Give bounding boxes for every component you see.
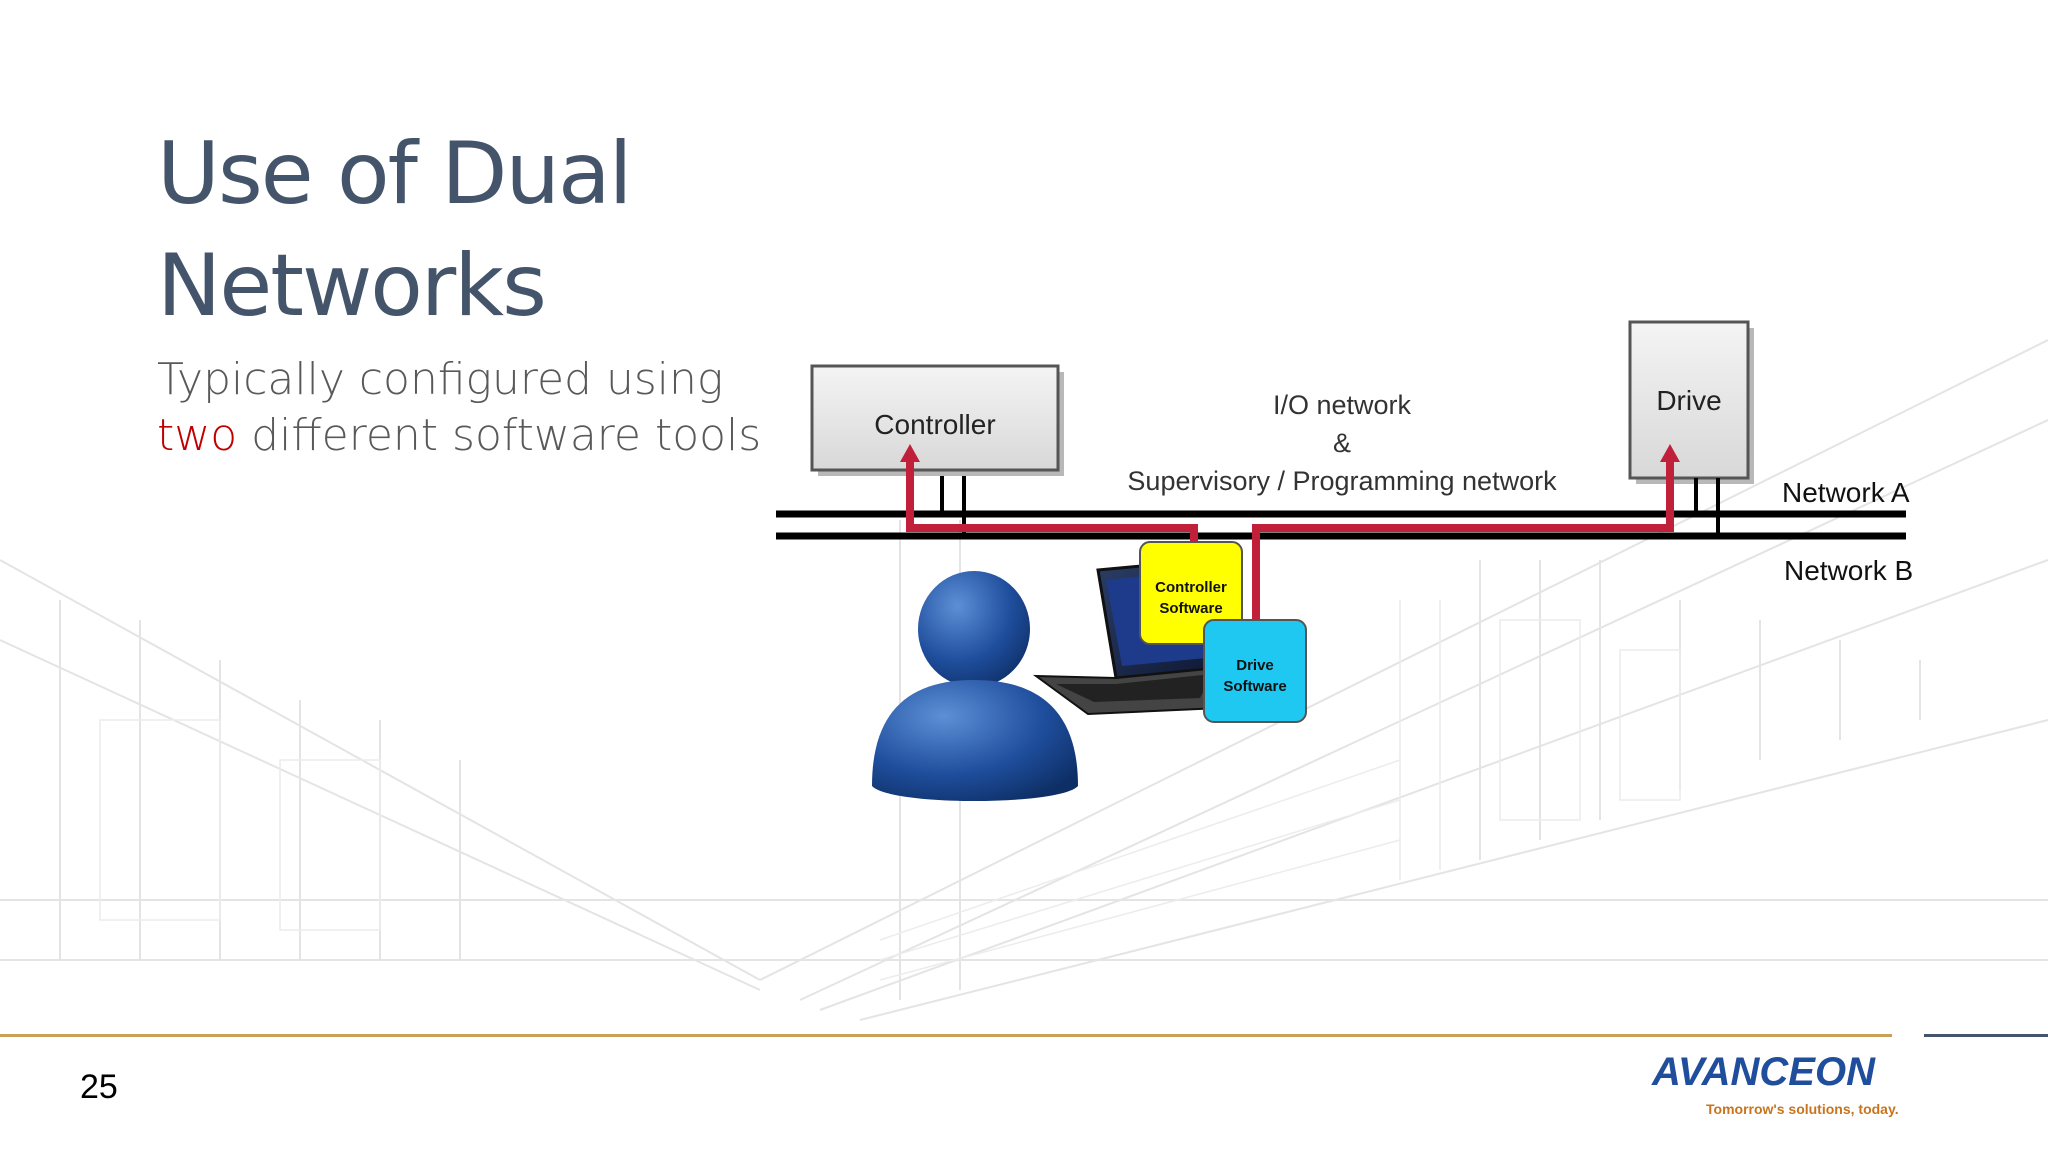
drive-arrow-icon xyxy=(1660,444,1680,462)
network-a-label: Network A xyxy=(1782,477,1910,508)
footer-divider-blue xyxy=(1924,1034,2048,1037)
controller-software-box: Controller Software xyxy=(1139,541,1243,645)
user-icon xyxy=(872,571,1078,801)
subtitle-line1: Typically configured using xyxy=(157,354,724,405)
drive-label: Drive xyxy=(1656,385,1721,416)
controller-label: Controller xyxy=(874,409,995,440)
network-text-2: & xyxy=(1333,428,1351,458)
device-drops xyxy=(940,476,1720,536)
company-logo: AVANCEON xyxy=(1652,1050,1875,1094)
network-text-3: Supervisory / Programming network xyxy=(1127,466,1557,496)
company-tagline: Tomorrow's solutions, today. xyxy=(1706,1101,1899,1117)
subtitle-line2-rest: different software tools xyxy=(237,410,762,461)
drive-software-line1: Drive xyxy=(1236,657,1274,674)
controller-software-line1: Controller xyxy=(1155,579,1227,596)
slide-subtitle: Typically configured using two different… xyxy=(157,352,797,464)
network-text-1: I/O network xyxy=(1273,390,1412,420)
slide-title-line1: Use of Dual xyxy=(157,124,633,224)
network-b-label: Network B xyxy=(1784,555,1913,586)
dual-network-diagram: Controller Drive I/O network & Superviso… xyxy=(776,320,1913,801)
slide-title-line2: Networks xyxy=(157,236,547,336)
controller-arrow-icon xyxy=(900,444,920,462)
subtitle-accent: two xyxy=(157,410,238,461)
drive-software-line2: Software xyxy=(1223,678,1286,695)
controller-box: Controller xyxy=(810,364,1064,476)
drive-box: Drive xyxy=(1628,320,1754,484)
slide-number: 25 xyxy=(80,1068,118,1106)
slide-title: Use of Dual Networks xyxy=(157,118,877,342)
controller-software-line2: Software xyxy=(1159,600,1222,617)
drive-software-box: Drive Software xyxy=(1203,619,1307,723)
footer-divider-gold xyxy=(0,1034,1892,1037)
